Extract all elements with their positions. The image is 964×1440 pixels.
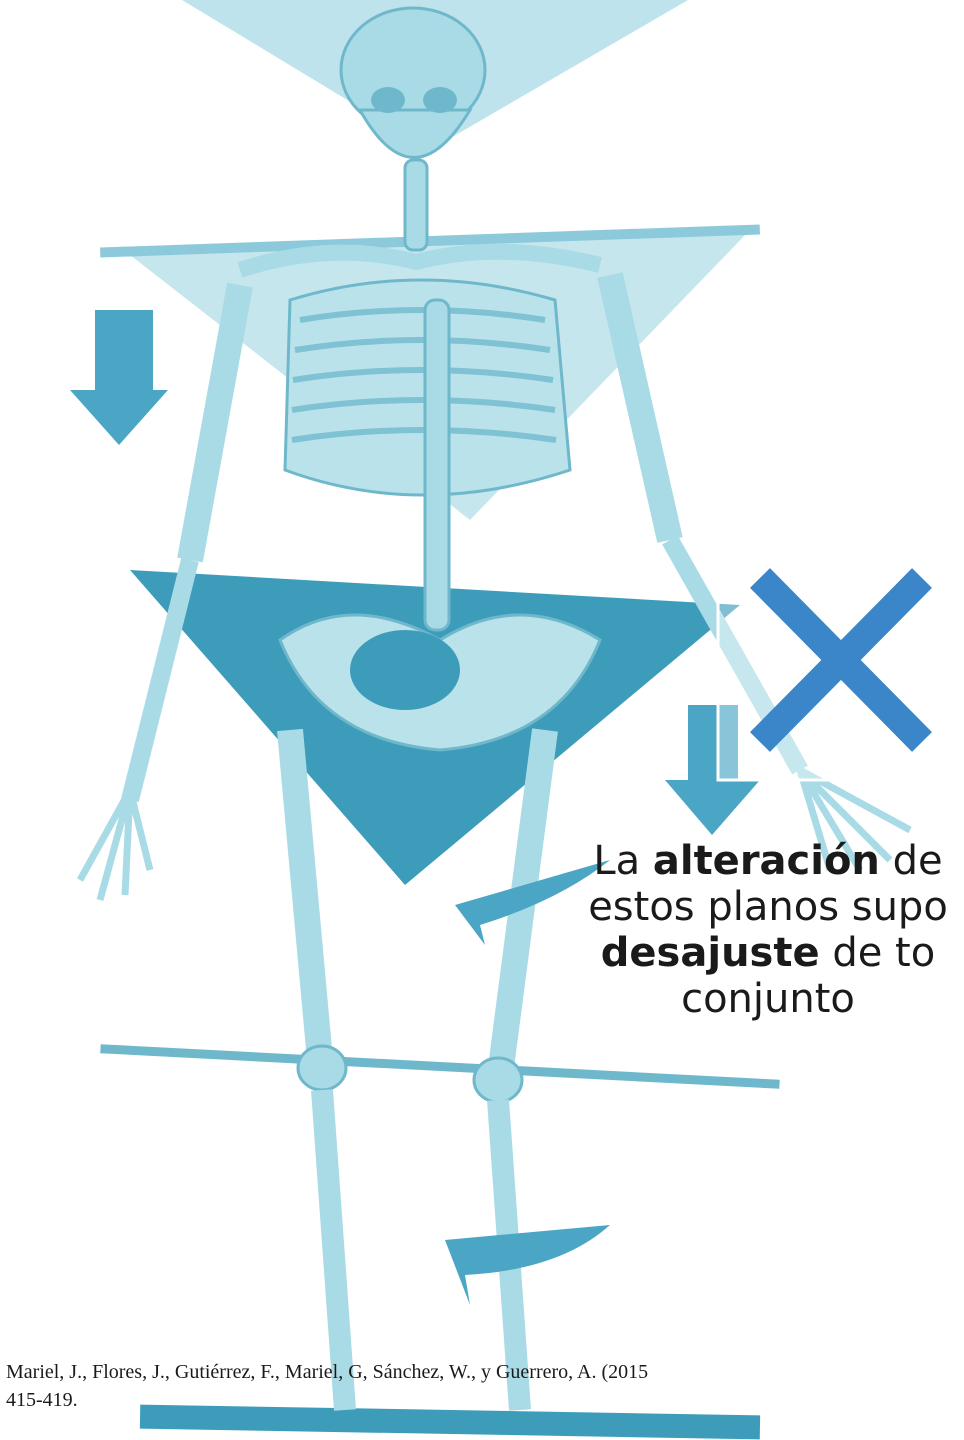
arrow-down-right: [665, 705, 760, 835]
arm-left-lower: [121, 557, 199, 803]
citation: Mariel, J., Flores, J., Gutiérrez, F., M…: [6, 1358, 964, 1414]
caption-text: La: [593, 838, 653, 884]
citation-line-2: 415-419.: [6, 1389, 78, 1411]
jaw: [357, 108, 473, 159]
caption-text: de: [879, 838, 943, 884]
ribs: [291, 307, 557, 443]
femur-left: [277, 728, 333, 1062]
hand-right: [796, 766, 912, 872]
caption-line-1: La alteración de: [548, 838, 964, 884]
clavicles: [237, 243, 602, 278]
knee-right: [472, 1056, 524, 1104]
caption-line-3: desajuste de to: [548, 930, 964, 976]
citation-line-1: Mariel, J., Flores, J., Gutiérrez, F., M…: [6, 1361, 649, 1383]
caption-text: de to: [819, 930, 936, 976]
caption-bold-desajuste: desajuste: [600, 930, 820, 976]
tibia-left: [311, 1089, 356, 1411]
spine: [423, 298, 451, 632]
neck: [403, 158, 429, 252]
skeleton: [76, 6, 912, 1411]
curved-arrow-upper: [455, 860, 610, 945]
hand-left: [76, 788, 154, 901]
arrow-down-left: [70, 310, 168, 445]
shoulder-line: [100, 224, 760, 258]
eye-socket-right: [423, 87, 457, 113]
caption: La alteración de estos planos supo desaj…: [548, 838, 964, 1022]
pelvis-hole: [350, 630, 460, 710]
curved-arrow-lower: [445, 1225, 610, 1305]
eye-socket-left: [371, 87, 405, 113]
foot-line: [139, 1404, 761, 1440]
knee-line: [100, 1044, 780, 1089]
x-mark-icon: [750, 568, 932, 752]
knee-left: [296, 1044, 348, 1092]
caption-line-4: conjunto: [681, 976, 855, 1022]
arm-right-upper: [597, 272, 683, 543]
caption-line-2: estos planos supo: [588, 884, 948, 930]
caption-bold-alteracion: alteración: [652, 838, 880, 884]
arm-left-upper: [177, 282, 253, 563]
